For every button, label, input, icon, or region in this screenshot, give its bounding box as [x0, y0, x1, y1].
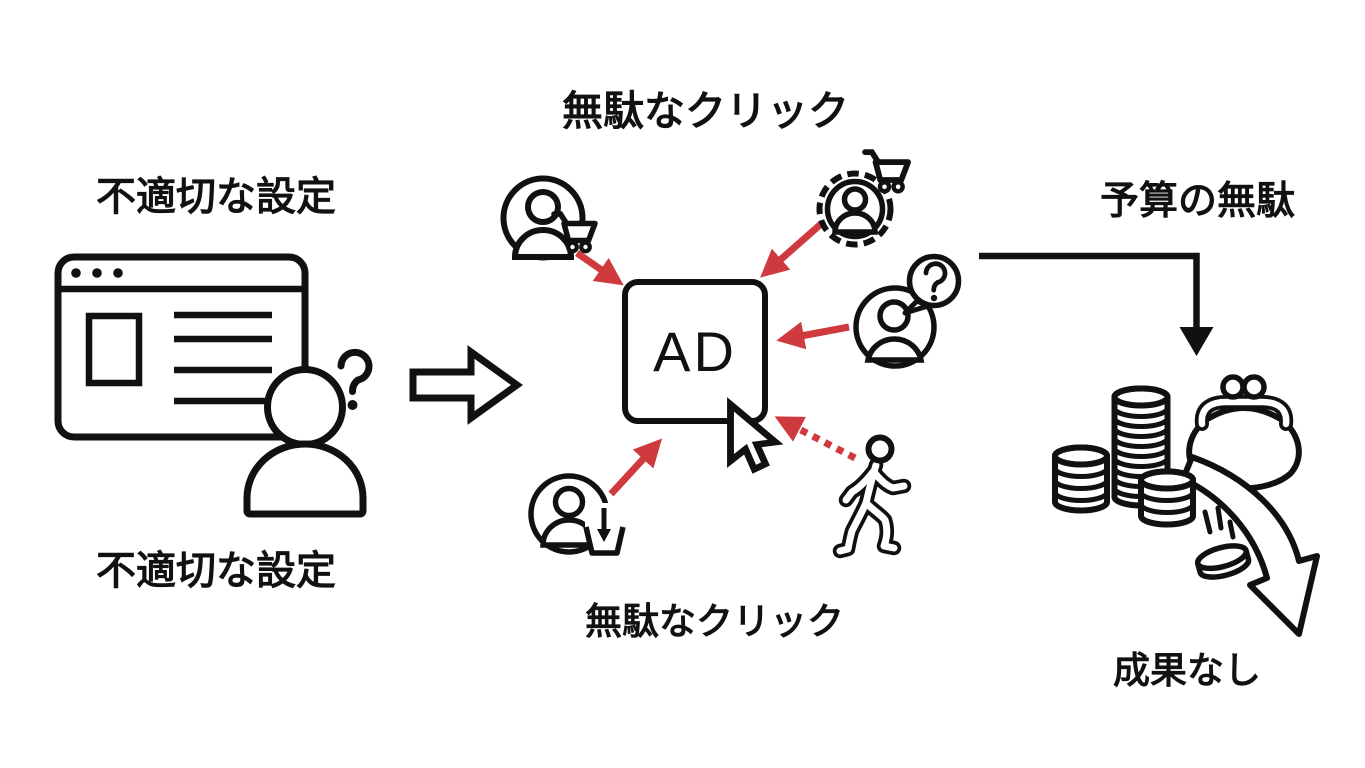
coin-stack-small-icon [1052, 444, 1110, 514]
red-arrow-top-right [760, 221, 824, 278]
coin-shopper-person-icon [816, 149, 911, 248]
label-budget-waste: 予算の無駄 [1100, 180, 1296, 223]
red-arrow-dotted [774, 416, 857, 462]
download-tray-icon [583, 508, 626, 556]
question-speech-bubble-icon [902, 253, 962, 316]
red-arrow-top-left [575, 250, 624, 286]
question-person-icon [853, 253, 962, 369]
mouse-pointer-icon [727, 397, 784, 474]
question-mark-icon [337, 348, 373, 410]
budget-elbow-arrow-icon [979, 252, 1214, 356]
confused-person-icon [243, 348, 373, 518]
ad-box: AD [622, 279, 768, 424]
red-arrow-right [776, 321, 850, 350]
coin-stack-front-icon [1138, 468, 1196, 528]
red-arrow-bottom-left [608, 438, 663, 497]
motion-lines-icon [1202, 505, 1236, 540]
browser-window-icon [54, 253, 309, 441]
falling-coin-icon [1194, 543, 1252, 580]
label-improper-settings-bottom: 不適切な設定 [96, 549, 336, 593]
label-wasted-clicks-bottom: 無駄なクリック [585, 601, 844, 642]
walking-person-icon [832, 434, 912, 559]
ad-box-label: AD [653, 320, 737, 383]
budget-loss-illustration [1052, 374, 1320, 637]
shopper-person-icon [500, 175, 598, 261]
curved-down-arrow-icon [1180, 454, 1320, 637]
download-person-icon [528, 473, 626, 556]
shopping-cart-icon [862, 149, 911, 194]
wasted-click-arrows [575, 221, 857, 497]
label-wasted-clicks-top: 無駄なクリック [562, 88, 849, 134]
flow-arrow-right-icon [409, 345, 524, 425]
label-no-results: 成果なし [1113, 650, 1261, 691]
label-improper-settings-top: 不適切な設定 [96, 175, 336, 219]
shopping-cart-icon [551, 211, 598, 254]
